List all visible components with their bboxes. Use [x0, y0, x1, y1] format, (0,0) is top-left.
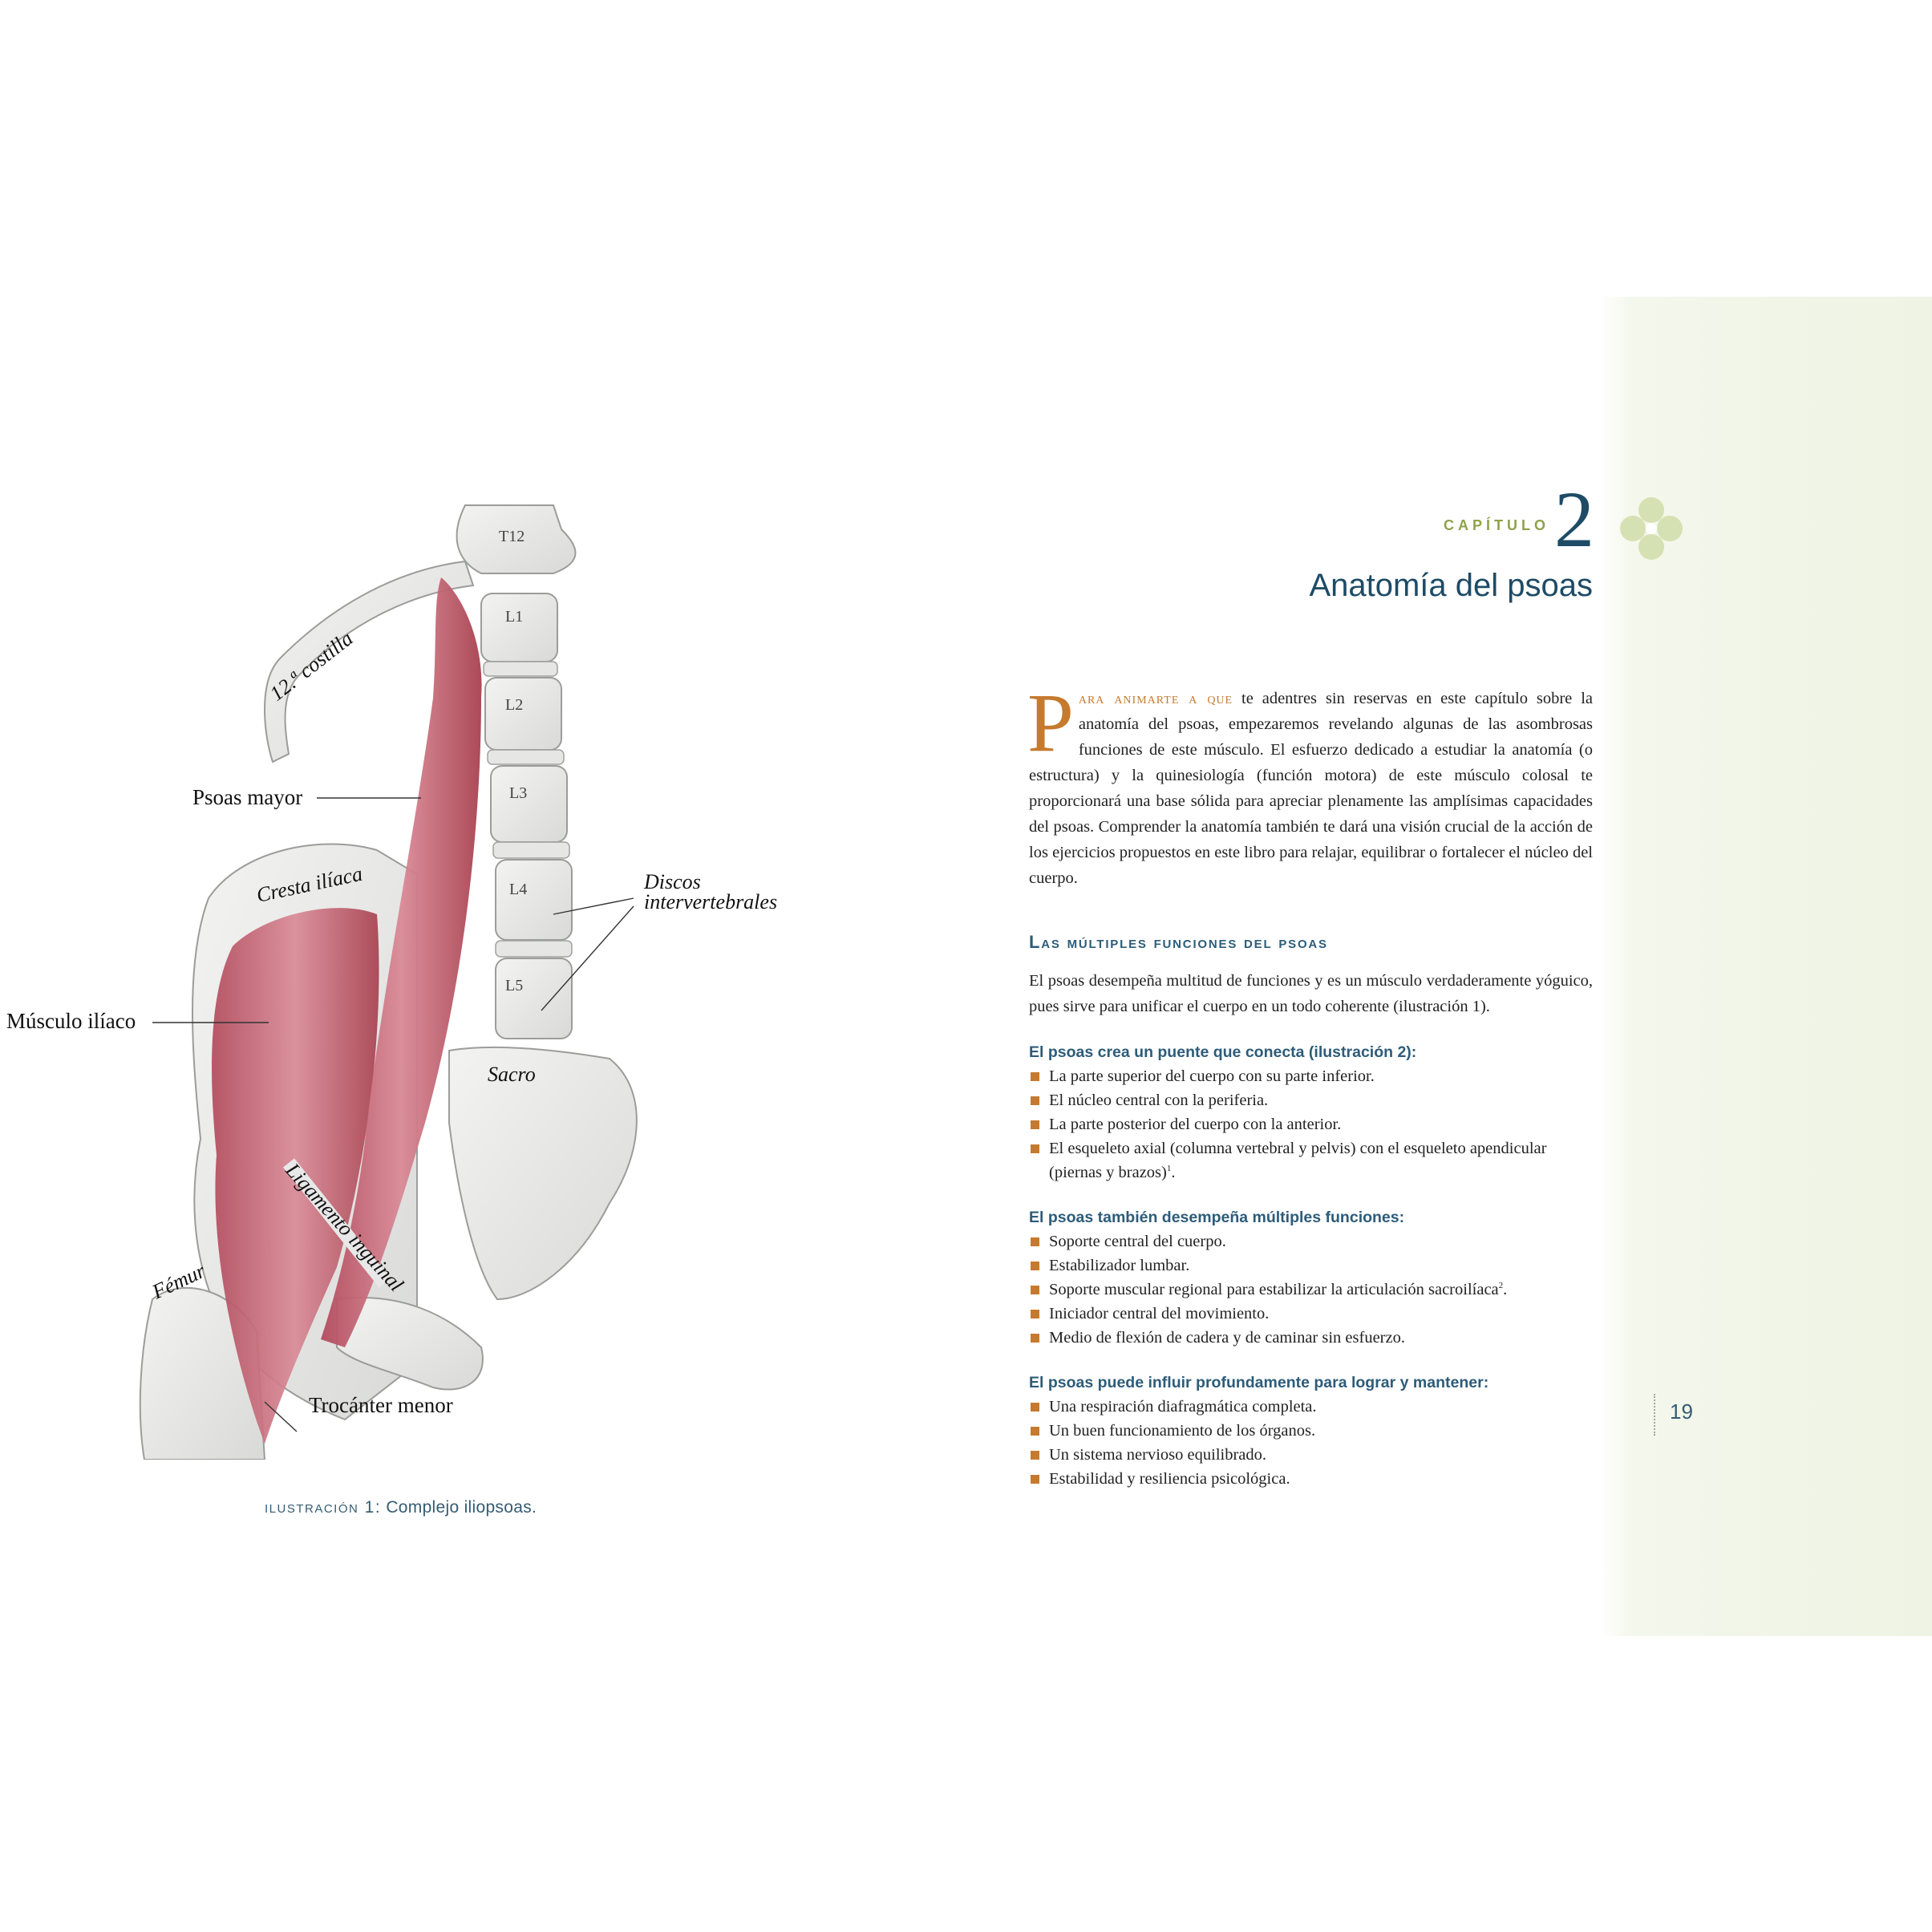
section-paragraph: El psoas desempeña multitud de funciones…	[1029, 972, 1593, 1015]
lumbar-spine	[448, 504, 638, 1301]
intro-text: te adentres sin reservas en este capítul…	[1029, 690, 1594, 887]
footnote-ref: 2	[1498, 1281, 1504, 1291]
page-number: 19	[1670, 1399, 1693, 1424]
label-sacro: Sacro	[488, 1063, 536, 1086]
label-l2: L2	[505, 696, 523, 714]
chapter-title: Anatomía del psoas	[1309, 568, 1593, 603]
list-item: Medio de flexión de cadera y de caminar …	[1029, 1326, 1593, 1350]
list2-heading: El psoas también desempeña múltiples fun…	[1029, 1209, 1405, 1226]
label-l1: L1	[505, 608, 523, 626]
section-heading: Las múltiples funciones del psoas	[1029, 932, 1328, 952]
list2: Soporte central del cuerpo. Estabilizado…	[1029, 1229, 1593, 1350]
intro-lead: ara animarte a que	[1078, 690, 1233, 707]
chapter-label: CAPÍTULO	[1444, 517, 1549, 533]
list-item: Un sistema nervioso equilibrado.	[1029, 1443, 1593, 1467]
label-l4: L4	[509, 881, 527, 898]
label-l3: L3	[509, 784, 527, 802]
list-item: El esqueleto axial (columna vertebral y …	[1029, 1136, 1593, 1185]
list-item: Estabilidad y resiliencia psicológica.	[1029, 1467, 1593, 1491]
list-item: Iniciador central del movimiento.	[1029, 1302, 1593, 1326]
label-discos: Discos	[643, 870, 701, 893]
caption-lead: ilustración 1:	[265, 1498, 382, 1517]
drop-cap: P	[1027, 677, 1074, 769]
inguinal-ligament	[282, 1158, 391, 1288]
list-item: La parte posterior del cuerpo con la ant…	[1029, 1112, 1593, 1136]
label-l5: L5	[505, 977, 523, 994]
list-item: El núcleo central con la periferia.	[1029, 1088, 1593, 1112]
label-musculo-iliaco: Músculo ilíaco	[6, 1009, 136, 1033]
pubic-bone	[336, 1297, 484, 1391]
iliopsoas-illustration: T12 L1 L2 L3 L4 L5 12.ª costilla Psoas m…	[6, 504, 777, 1460]
caption-text: Complejo iliopsoas.	[381, 1498, 537, 1517]
list-item: Una respiración diafragmática completa.	[1029, 1395, 1593, 1419]
label-intervertebrales: intervertebrales	[644, 890, 777, 913]
twelfth-rib	[264, 560, 475, 763]
list-item: Estabilizador lumbar.	[1029, 1254, 1593, 1278]
list-item: Soporte central del cuerpo.	[1029, 1229, 1593, 1254]
page-number-rule	[1654, 1394, 1655, 1436]
footnote-ref: 1	[1166, 1164, 1172, 1174]
list1-heading: El psoas crea un puente que conecta (ilu…	[1029, 1043, 1417, 1061]
list-item: Soporte muscular regional para estabiliz…	[1029, 1278, 1593, 1302]
psoas-major-muscle	[321, 577, 482, 1347]
label-psoas-mayor: Psoas mayor	[192, 785, 302, 809]
list3: Una respiración diafragmática completa. …	[1029, 1395, 1593, 1491]
chapter-number: 2	[1554, 475, 1594, 564]
label-trocanter: Trocánter menor	[309, 1393, 453, 1417]
label-t12: T12	[499, 528, 525, 545]
list3-heading: El psoas puede influir profundamente par…	[1029, 1374, 1489, 1391]
list-item: La parte superior del cuerpo con su part…	[1029, 1064, 1593, 1088]
figure-caption: ilustración 1: Complejo iliopsoas.	[265, 1498, 537, 1517]
list1: La parte superior del cuerpo con su part…	[1029, 1064, 1593, 1185]
list-item: Un buen funcionamiento de los órganos.	[1029, 1419, 1593, 1443]
clover-ornament-icon	[1620, 497, 1683, 560]
